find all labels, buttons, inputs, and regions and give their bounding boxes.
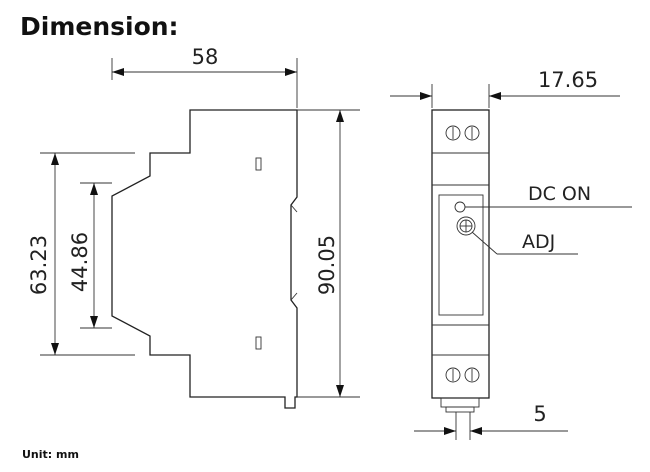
front-panel-window <box>438 194 484 316</box>
dimension-value: 44.86 <box>68 232 92 292</box>
lower-slot <box>255 336 262 350</box>
top-terminal-screws <box>445 125 480 141</box>
side-view: 58 63.23 44.86 90.05 <box>27 45 360 409</box>
din-clip-detail <box>290 204 298 213</box>
bottom-terminal-screws <box>445 367 480 383</box>
dimension-value: 90.05 <box>315 235 339 295</box>
dimension-foot-width-5: 5 <box>414 402 568 440</box>
side-view-profile <box>111 109 298 409</box>
dimension-width-58: 58 <box>111 45 298 108</box>
dimension-height-63-23: 63.23 <box>27 152 135 356</box>
dc-on-callout: DC ON <box>465 183 632 208</box>
adj-potentiometer <box>456 216 476 236</box>
dc-on-led <box>454 201 466 213</box>
dc-on-label: DC ON <box>528 183 591 205</box>
din-foot <box>440 397 480 408</box>
adj-callout: ADJ <box>471 231 578 255</box>
dimension-value: 58 <box>192 45 219 69</box>
dimension-value: 17.65 <box>538 68 598 92</box>
upper-slot <box>255 157 262 171</box>
dimension-height-44-86: 44.86 <box>68 182 112 329</box>
adj-label: ADJ <box>522 231 555 253</box>
dimension-width-17-65: 17.65 <box>390 68 620 108</box>
dimension-value: 5 <box>533 402 546 426</box>
dimension-value: 63.23 <box>27 235 51 295</box>
din-clip-detail <box>290 292 298 301</box>
front-view: 17.65 DC ON ADJ 5 <box>390 68 632 440</box>
unit-note: Unit: mm <box>22 448 79 461</box>
dimension-height-90-05: 90.05 <box>297 109 360 398</box>
page-title: Dimension: <box>20 12 179 41</box>
